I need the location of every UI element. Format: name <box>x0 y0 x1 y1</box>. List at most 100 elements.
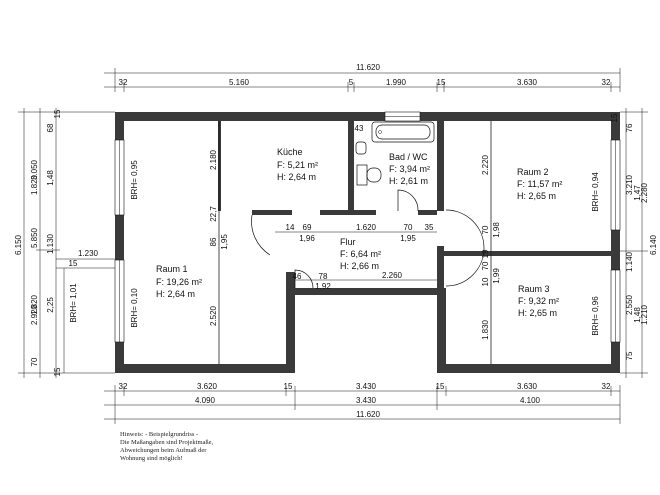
room-area: F: 11,57 m² <box>517 179 562 189</box>
dim-left-misc1: 15 <box>69 259 78 268</box>
dim-right-6: 1.210 <box>640 304 649 325</box>
note-line-3: Wohnung sind möglich! <box>120 455 183 462</box>
room-name: Bad / WC <box>389 152 428 162</box>
room-name: Raum 3 <box>518 284 550 294</box>
left-dimensions <box>18 108 115 378</box>
room-name: Flur <box>340 237 356 247</box>
room-height: H: 2,64 m <box>277 172 316 182</box>
dim-k3: 86 <box>209 237 218 246</box>
room-raum3: Raum 3 F: 9,32 m² H: 2,65 m <box>518 284 559 318</box>
dim-r2a: 2.220 <box>481 154 490 175</box>
room-name: Raum 2 <box>517 167 549 177</box>
dim-b1: 43 <box>355 124 364 133</box>
dim-left-b4: 70 <box>30 357 39 366</box>
dim-top-1: 5.160 <box>229 78 250 87</box>
dim-left-misc2: BRH= 1,01 <box>69 283 78 323</box>
dim-left-a1: 1.820 <box>30 174 39 195</box>
interior-walls <box>218 121 611 288</box>
dim-r2f: 10 <box>481 277 490 286</box>
room-flur: Flur F: 6,64 m² H: 2,66 m <box>340 237 381 271</box>
dim-r2b: 70 <box>481 225 490 234</box>
dim-r2c: 1,98 <box>492 222 501 238</box>
dim-r2d: 70 <box>481 261 490 270</box>
dim-r3a: 1.830 <box>481 319 490 340</box>
dim-k2: 22,7 <box>209 206 218 222</box>
dim-right-2: 2.280 <box>640 182 649 203</box>
disclaimer-note: Hinweis: - Beispielgrundriss - Die Maßan… <box>120 431 214 462</box>
note-line-2: Abweichungen beim Aufmaß der <box>120 447 207 454</box>
dim-f7: 1,95 <box>400 234 416 243</box>
dim-right-total: 6.140 <box>649 234 658 255</box>
dim-bottom-total: 11.620 <box>356 410 380 419</box>
dim-left-a0: 3.050 <box>30 159 39 180</box>
dim-f11: 2.260 <box>382 271 403 280</box>
dim-left-b3: 2,25 <box>46 297 55 313</box>
brh-raum1-top: BRH= 0,95 <box>130 160 139 200</box>
dim-right-1: 3.210 <box>625 174 634 195</box>
dim-left-a3: 1,48 <box>46 170 55 186</box>
dim-bot1-2: 15 <box>284 382 293 391</box>
dim-left-total: 6.150 <box>14 234 23 255</box>
dim-top-3: 1.990 <box>386 78 407 87</box>
bottom-dimensions <box>104 385 621 424</box>
dim-right-9: 15 <box>610 113 619 122</box>
room-kueche: Küche F: 5,21 m² H: 2,64 m <box>277 147 318 182</box>
brh-raum1-bottom: BRH= 0,10 <box>130 288 139 328</box>
dim-right-8: 75 <box>625 351 634 360</box>
dim-bot2-0: 4.090 <box>195 396 216 405</box>
room-height: H: 2,65 m <box>518 308 557 318</box>
dim-f2: 69 <box>303 223 312 232</box>
dim-left-b2: 1.820 <box>30 294 39 315</box>
room-area: F: 3,94 m² <box>389 164 430 174</box>
dim-f1: 14 <box>286 223 295 232</box>
room-bad: Bad / WC F: 3,94 m² H: 2,61 m <box>389 152 430 186</box>
dim-bot2-1: 3.430 <box>356 396 377 405</box>
dim-right-5: 2.550 <box>625 294 634 315</box>
dim-right-7: 1,48 <box>633 307 642 323</box>
doors <box>251 189 485 289</box>
note-line-0: Hinweis: - Beispielgrundriss - <box>120 431 198 438</box>
dim-top-5: 3.630 <box>517 78 538 87</box>
brh-raum3: BRH= 0,96 <box>591 296 600 336</box>
room-height: H: 2,61 m <box>389 176 428 186</box>
room-name: Küche <box>277 147 303 157</box>
dim-bot1-1: 3.620 <box>197 382 218 391</box>
dim-r2e: 1,99 <box>492 268 501 284</box>
room-area: F: 9,32 m² <box>518 296 559 306</box>
room-raum2: Raum 2 F: 11,57 m² H: 2,65 m <box>517 167 562 201</box>
room-area: F: 19,26 m² <box>156 277 202 287</box>
dim-f8: 46 <box>293 272 302 281</box>
top-dimensions <box>104 68 621 92</box>
dim-right-3: 1,47 <box>633 185 642 201</box>
room-area: F: 5,21 m² <box>277 160 318 170</box>
dim-top-2: 5 <box>349 78 354 87</box>
room-area: F: 6,64 m² <box>340 249 381 259</box>
dim-r1: 2.520 <box>209 305 218 326</box>
outer-walls <box>115 112 620 373</box>
dim-left-a2: 68 <box>46 123 55 132</box>
dim-bot1-6: 32 <box>602 382 611 391</box>
room-height: H: 2,64 m <box>156 289 195 299</box>
dim-top-4: 15 <box>437 78 446 87</box>
dim-f4: 1.620 <box>356 223 377 232</box>
dim-bot1-3: 3.430 <box>356 382 377 391</box>
interior-dimension-lines <box>218 121 492 364</box>
dim-f3: 1,96 <box>299 234 315 243</box>
dim-left-misc0: 1.230 <box>78 249 99 258</box>
right-dimensions <box>620 108 648 378</box>
windows <box>114 111 621 343</box>
room-name: Raum 1 <box>156 264 188 274</box>
dim-k4: 1,95 <box>220 234 229 250</box>
room-height: H: 2,66 m <box>340 261 379 271</box>
dim-f5: 70 <box>404 223 413 232</box>
brh-raum2: BRH= 0,94 <box>591 172 600 212</box>
dim-left-a4: 1.130 <box>46 233 55 254</box>
dim-left-b5: 15 <box>53 367 62 376</box>
dim-left-b1: 2.920 <box>30 304 39 325</box>
dim-top-total: 11.620 <box>356 63 380 72</box>
dim-right-4: 1.140 <box>625 251 634 272</box>
dim-top-0: 32 <box>119 78 128 87</box>
dim-bot1-4: 15 <box>436 382 445 391</box>
dim-right-0: 76 <box>625 123 634 132</box>
dim-k1: 2.180 <box>209 149 218 170</box>
